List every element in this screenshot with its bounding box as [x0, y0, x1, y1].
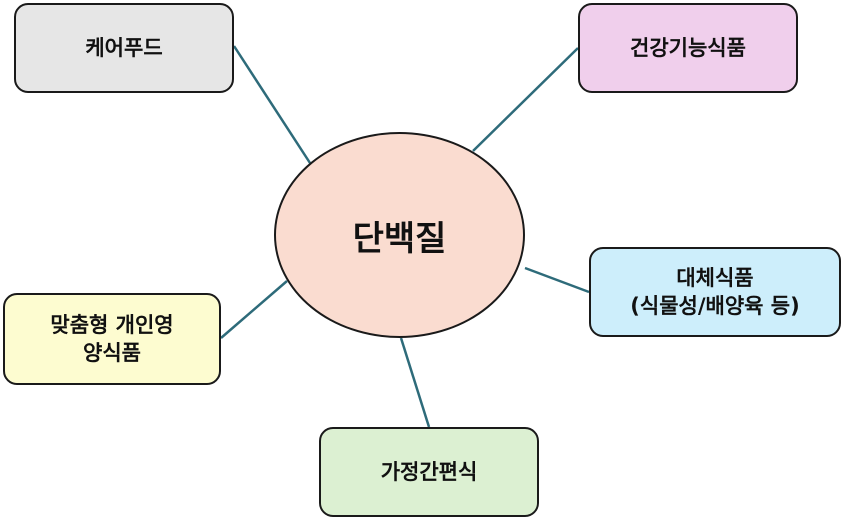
- hub-label: 단백질: [352, 218, 447, 259]
- node-label: 대체식품 (식물성/배양육 등): [630, 265, 800, 318]
- hub-protein: 단백질: [274, 132, 525, 338]
- connector-care: [232, 45, 312, 164]
- connector-alt: [524, 266, 590, 294]
- node-care-food: 케어푸드: [14, 3, 234, 93]
- connector-hmr: [399, 337, 431, 428]
- node-health-functional-food: 건강기능식품: [578, 3, 798, 93]
- node-alternative-food: 대체식품 (식물성/배양육 등): [589, 247, 841, 337]
- node-label: 케어푸드: [85, 35, 163, 60]
- connector-health: [472, 47, 579, 152]
- node-home-meal-replacement: 가정간편식: [319, 427, 539, 517]
- node-label: 맞춤형 개인영 양식품: [50, 312, 174, 365]
- node-personalized-nutrition: 맞춤형 개인영 양식품: [3, 293, 221, 385]
- connector-personal: [220, 280, 288, 339]
- node-label: 가정간편식: [380, 459, 478, 484]
- node-label: 건강기능식품: [630, 35, 746, 60]
